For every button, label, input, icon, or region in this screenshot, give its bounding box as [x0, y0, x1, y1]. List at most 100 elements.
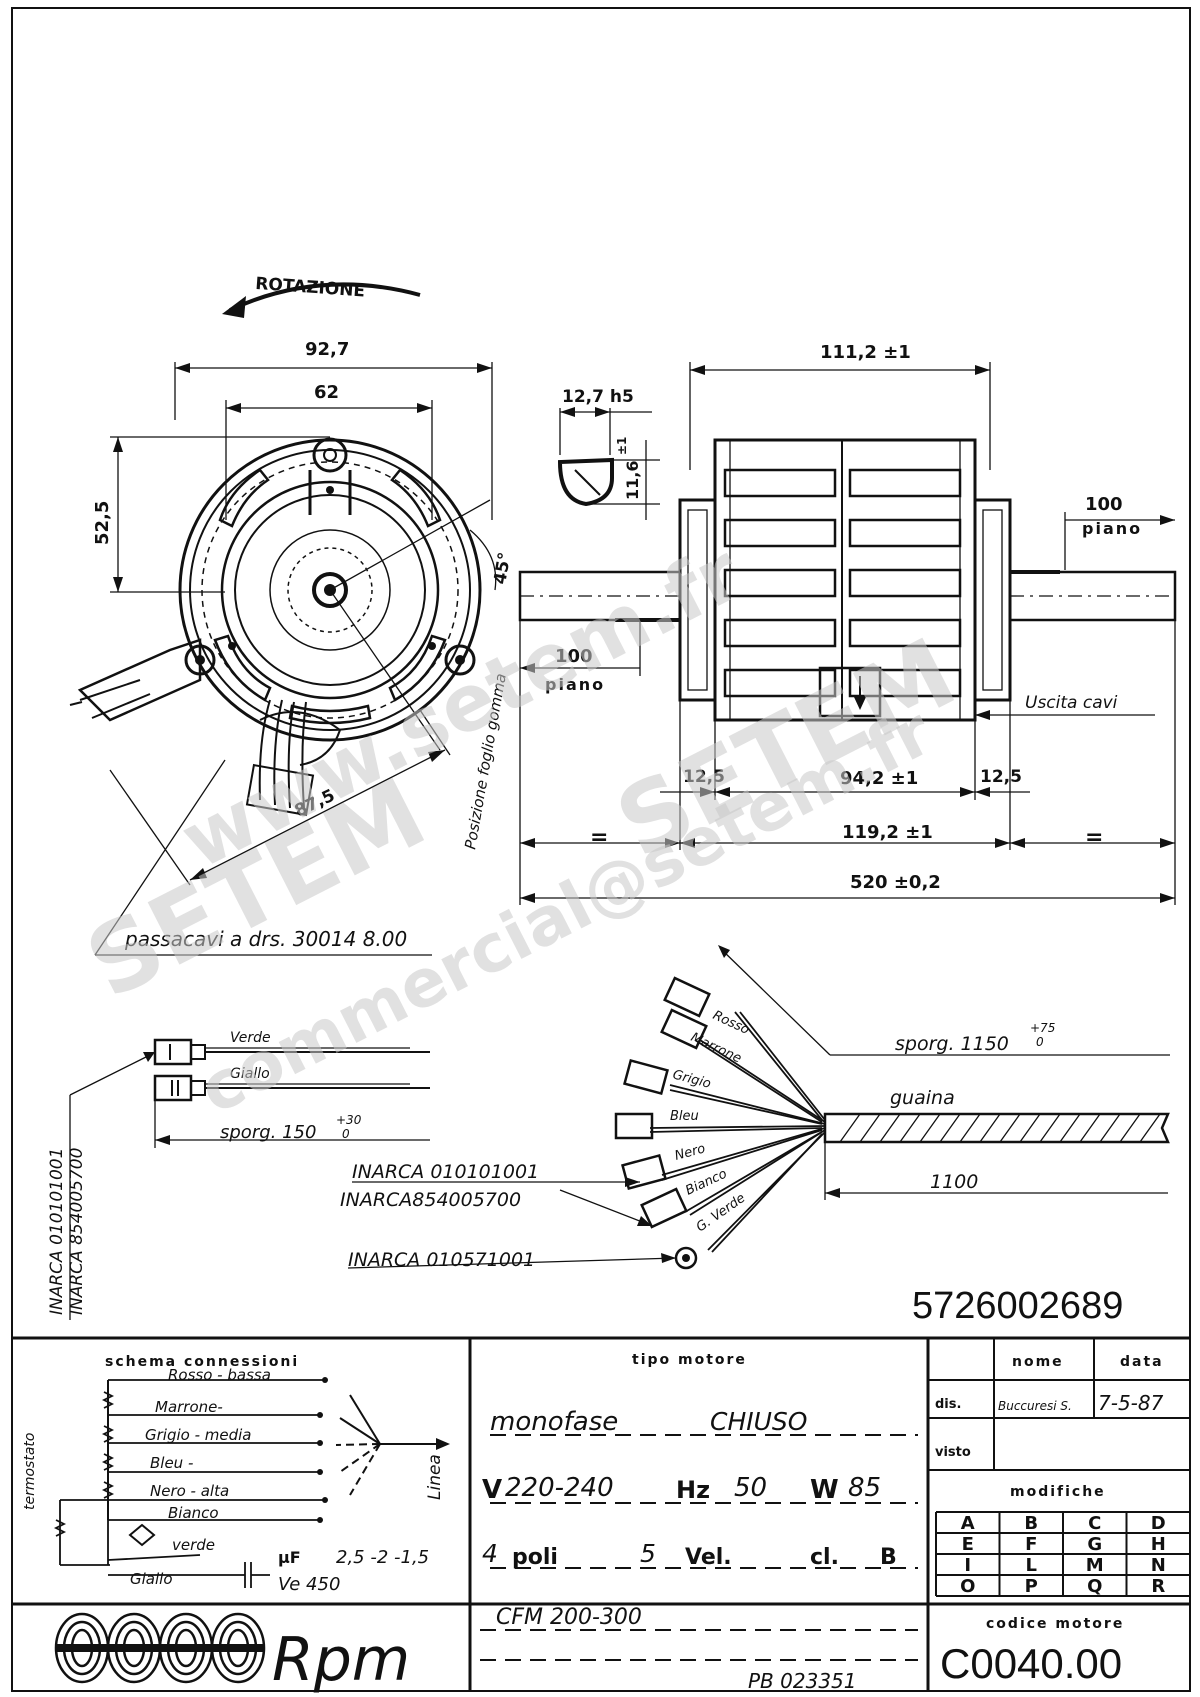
motor-code: C0040.00 [940, 1640, 1122, 1687]
sporg-1150-tol-up: +75 [1030, 1021, 1055, 1035]
dim-119-2: 119,2 ±1 [842, 822, 933, 843]
cable-exit-label: Uscita cavi [1025, 693, 1118, 713]
modification-letter: D [1151, 1513, 1166, 1534]
side-view: 111,2 ±1 [518, 342, 1177, 905]
schema-capacitance: 2,5 -2 -1,5 [336, 1547, 429, 1568]
wire-giallo-left: Giallo [230, 1066, 270, 1082]
sporg-150: sporg. 150 [220, 1122, 316, 1143]
dim-piano-left: piano [545, 675, 605, 694]
motor-type: monofase [490, 1407, 618, 1437]
dim-94-2: 94,2 ±1 [840, 768, 918, 789]
dis-label: dis. [935, 1397, 961, 1412]
wire-bleu: Bleu [670, 1109, 699, 1124]
modification-letter: Q [1087, 1576, 1102, 1597]
schema-capacitance-unit: µF [278, 1548, 301, 1567]
dim-12-5-right: 12,5 [980, 767, 1022, 787]
title-block: schema connessioni [12, 1336, 1191, 1695]
schema-rosso: Rosso - bassa [168, 1366, 271, 1384]
motor-poles-label: poli [512, 1545, 558, 1570]
inarca-010571001: INARCA 010571001 [348, 1249, 535, 1271]
motor-class-value: B [880, 1545, 897, 1570]
shaft-key-flat-tol: ±1 [615, 437, 629, 455]
motor-speeds-label: Vel. [685, 1545, 732, 1570]
motor-w-label: W [810, 1475, 839, 1505]
nome-header: nome [1012, 1354, 1064, 1370]
shaft-key-width: 12,7 h5 [562, 387, 634, 407]
data-header: data [1120, 1354, 1164, 1370]
signoff-block: nome data dis. Buccuresi S. 7-5-87 visto… [928, 1338, 1191, 1687]
equals-right: = [1085, 825, 1103, 850]
rpm-logo: Rpm [54, 1612, 410, 1695]
motor-v-label: V [482, 1475, 502, 1505]
part-number: 5726002689 [912, 1285, 1123, 1327]
dim-piano-right: piano [1082, 519, 1142, 538]
dim-12-5-left: 12,5 [683, 767, 725, 787]
dim-100-right: 100 [1085, 494, 1123, 515]
schema-voltage: Ve 450 [278, 1574, 340, 1595]
vertical-inarca-1: INARCA 010101001 [47, 1148, 67, 1315]
dim-62: 62 [314, 382, 339, 403]
modification-letter: G [1087, 1534, 1102, 1555]
shaft-key-detail: 12,7 h5 11,6 ±1 [557, 387, 660, 520]
sporg-1150-tol-down: 0 [1036, 1035, 1044, 1049]
schema-termostato: termostato [22, 1433, 38, 1510]
schema-bleu: Bleu - [150, 1454, 193, 1472]
wire-verde-left: Verde [230, 1030, 271, 1046]
motor-type-block: tipo motore monofase CHIUSO V 220-240 Hz… [482, 1352, 918, 1570]
dim-520: 520 ±0,2 [850, 872, 941, 893]
modification-letter: L [1026, 1555, 1037, 1576]
motor-pb: PB 023351 [748, 1669, 857, 1693]
modification-letter: P [1025, 1576, 1038, 1597]
modification-letter: R [1151, 1576, 1165, 1597]
logo-text: Rpm [272, 1625, 410, 1695]
dim-100-left: 100 [555, 646, 593, 667]
dim-52-5: 52,5 [92, 501, 113, 545]
schema-verde: verde [172, 1536, 215, 1554]
modification-letter: N [1151, 1555, 1166, 1576]
modification-letter: C [1088, 1513, 1101, 1534]
inarca-854005700: INARCA854005700 [340, 1189, 521, 1211]
modification-letter: A [961, 1513, 975, 1534]
schema-linea: Linea [425, 1454, 445, 1500]
motor-hz-value: 50 [734, 1473, 767, 1503]
schema-title: schema connessioni [105, 1354, 299, 1370]
motor-class-label: cl. [810, 1545, 839, 1570]
dim-92-7: 92,7 [305, 339, 349, 360]
modification-letter: I [964, 1555, 971, 1576]
motor-speeds-value: 5 [640, 1539, 656, 1568]
motor-w-value: 85 [848, 1473, 881, 1503]
modification-letter: E [962, 1534, 974, 1555]
schema-marrone: Marrone- [155, 1398, 223, 1416]
vertical-inarca-2: INARCA 854005700 [67, 1148, 87, 1315]
len-1100: 1100 [930, 1171, 978, 1193]
modification-letter: O [960, 1576, 975, 1597]
schema-nero: Nero - alta [150, 1482, 229, 1500]
code-header: codice motore [986, 1616, 1124, 1632]
motor-header: tipo motore [632, 1352, 747, 1368]
sporg-150-tol-down: 0 [342, 1127, 350, 1141]
modification-letter: M [1086, 1555, 1104, 1576]
dis-date: 7-5-87 [1098, 1391, 1164, 1415]
motor-v-value: 220-240 [505, 1473, 614, 1503]
guaina-label: guaina [890, 1087, 955, 1109]
visto-label: visto [935, 1445, 971, 1460]
modifications-grid: A B C D E F G H I L M N O P Q R [935, 1511, 1191, 1597]
connection-schema: schema connessioni [22, 1354, 450, 1595]
modification-letter: H [1151, 1534, 1166, 1555]
motor-poles-value: 4 [482, 1539, 498, 1568]
schema-bianco: Bianco [168, 1504, 219, 1522]
motor-enclosure: CHIUSO [710, 1407, 807, 1436]
shaft-key-flat: 11,6 [623, 461, 642, 500]
drawing-border [11, 7, 1191, 1692]
dim-111-2: 111,2 ±1 [820, 342, 911, 363]
sporg-150-tol-up: +30 [336, 1113, 362, 1127]
schema-giallo: Giallo [130, 1570, 173, 1588]
modification-letter: F [1025, 1534, 1037, 1555]
sporg-1150: sporg. 1150 [895, 1033, 1009, 1055]
passacavi-note: passacavi a drs. 30014 8.00 [124, 927, 407, 951]
schema-grigio: Grigio - media [145, 1426, 252, 1444]
motor-cfm: CFM 200-300 [496, 1605, 642, 1630]
wire-detail: Verde Giallo sporg. 150 +30 0 INARCA 010… [47, 945, 1170, 1327]
motor-hz-label: Hz [676, 1476, 710, 1504]
modification-letter: B [1024, 1513, 1038, 1534]
